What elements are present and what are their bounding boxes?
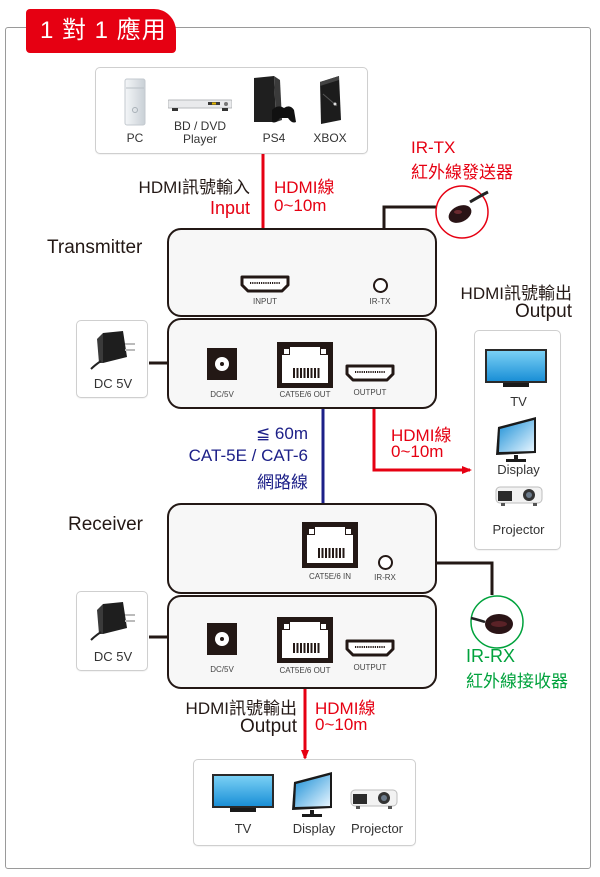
rj45-in-port-icon[interactable]	[302, 522, 358, 568]
network-cable-type: CAT-5E / CAT-6	[188, 446, 308, 465]
rx-projector-icon	[350, 786, 398, 810]
power-adapter-icon	[89, 329, 137, 371]
rx-power-adapter-card: DC 5V	[76, 591, 148, 671]
rx-output-cable-length: 0~10m	[315, 715, 368, 734]
rx-display-label-tv: TV	[234, 821, 252, 836]
input-cable-length: 0~10m	[274, 196, 327, 215]
ir-rx-jack-label: IR-RX	[374, 573, 396, 582]
rj45-out-port-label: CAT5E/6 OUT	[279, 390, 331, 399]
ir-tx-label-en: IR-TX	[411, 138, 456, 157]
transmitter-front-panel: DC/5V CAT5E/6 OUT OUTPUT	[167, 318, 437, 409]
hdmi-output-port-icon[interactable]	[345, 364, 395, 382]
network-cable-label-cn: 網路線	[257, 473, 308, 492]
transmitter-rear-panel: INPUT IR-TX	[167, 228, 437, 317]
tx-display-label-tv: TV	[510, 394, 527, 409]
transmitter-title: Transmitter	[47, 237, 143, 258]
input-signal-label-en: Input	[209, 198, 250, 218]
source-label-xbox: XBOX	[313, 131, 347, 145]
rx-output-signal-label-en: Output	[239, 716, 297, 737]
tx-display-devices-card: TV Display Projector	[474, 330, 561, 550]
tx-output-signal-label-en: Output	[514, 301, 572, 322]
rj45-out-port-icon[interactable]	[277, 342, 333, 388]
rx-hdmi-output-port-icon[interactable]	[345, 639, 395, 657]
rx-output-signal-label-cn: HDMI訊號輸出	[185, 699, 297, 718]
pc-tower-icon	[124, 78, 146, 126]
rx-display-devices-card: TV Display Projector	[193, 759, 416, 846]
ir-tx-label-cn: 紅外線發送器	[411, 163, 513, 182]
input-signal-label-cn: HDMI訊號輸入	[138, 178, 250, 197]
ir-rx-label-en: IR-RX	[466, 646, 515, 666]
receiver-title: Receiver	[68, 514, 143, 535]
tx-power-adapter-label: DC 5V	[93, 376, 133, 391]
receiver-bottom-panel: DC/5V CAT5E/6 OUT OUTPUT	[167, 595, 437, 689]
network-cable-max-length: ≦ 60m	[255, 424, 308, 443]
ir-tx-jack-label: IR-TX	[369, 297, 391, 306]
rx-power-adapter-icon	[89, 600, 137, 642]
hdmi-input-port-label: INPUT	[253, 297, 277, 306]
diagram-frame	[5, 27, 591, 869]
tx-display-label-projector: Projector	[492, 522, 545, 537]
rx-display-label-display: Display	[292, 821, 336, 836]
monitor-icon	[494, 417, 540, 463]
dc-5v-jack-icon[interactable]	[207, 348, 237, 380]
projector-icon	[495, 483, 543, 507]
source-devices-card: PC BD / DVD Player PS4 XBOX	[95, 67, 368, 154]
rx-dc-5v-jack-label: DC/5V	[210, 665, 234, 674]
source-label-bd-dvd: BD / DVD Player	[158, 120, 242, 146]
tx-output-signal-label-cn: HDMI訊號輸出	[460, 284, 572, 303]
hdmi-input-port-icon[interactable]	[240, 275, 290, 293]
rx-dc-5v-jack-icon[interactable]	[207, 623, 237, 655]
receiver-top-panel: CAT5E/6 IN IR-RX	[167, 503, 437, 594]
source-label-bd-dvd-line2: Player	[182, 132, 217, 146]
tx-display-label-display: Display	[497, 462, 540, 477]
tv-icon	[485, 349, 547, 389]
ir-tx-jack-icon[interactable]	[373, 278, 388, 293]
tx-power-adapter-card: DC 5V	[76, 320, 148, 398]
input-cable-type: HDMI線	[274, 178, 335, 197]
rx-rj45-port-icon[interactable]	[277, 617, 333, 663]
rx-rj45-port-label: CAT5E/6 OUT	[279, 666, 331, 675]
ir-rx-label-cn: 紅外線接收器	[466, 672, 568, 691]
ir-tx-sensor-icon	[434, 184, 490, 240]
hdmi-output-port-label: OUTPUT	[353, 388, 387, 397]
rx-output-cable-type: HDMI線	[315, 699, 376, 718]
source-label-ps4: PS4	[262, 131, 286, 145]
rx-hdmi-output-port-label: OUTPUT	[353, 663, 387, 672]
section-tab-title: 1 對 1 應用	[26, 9, 176, 53]
ps4-console-icon	[252, 76, 296, 126]
tx-output-cable-length: 0~10m	[391, 442, 444, 461]
tx-output-cable-type: HDMI線	[391, 426, 452, 445]
rx-tv-icon	[212, 774, 274, 814]
rj45-in-port-label: CAT5E/6 IN	[308, 572, 352, 581]
rx-power-adapter-label: DC 5V	[93, 649, 133, 664]
bd-dvd-player-icon	[167, 98, 233, 112]
rx-monitor-icon	[290, 772, 336, 818]
dc-5v-jack-label: DC/5V	[210, 390, 234, 399]
source-label-pc: PC	[126, 131, 144, 145]
xbox-console-icon	[317, 76, 343, 124]
ir-rx-sensor-icon	[469, 594, 525, 650]
source-label-bd-dvd-line1: BD / DVD	[173, 119, 226, 133]
ir-rx-jack-icon[interactable]	[378, 555, 393, 570]
rx-display-label-projector: Projector	[350, 821, 404, 836]
